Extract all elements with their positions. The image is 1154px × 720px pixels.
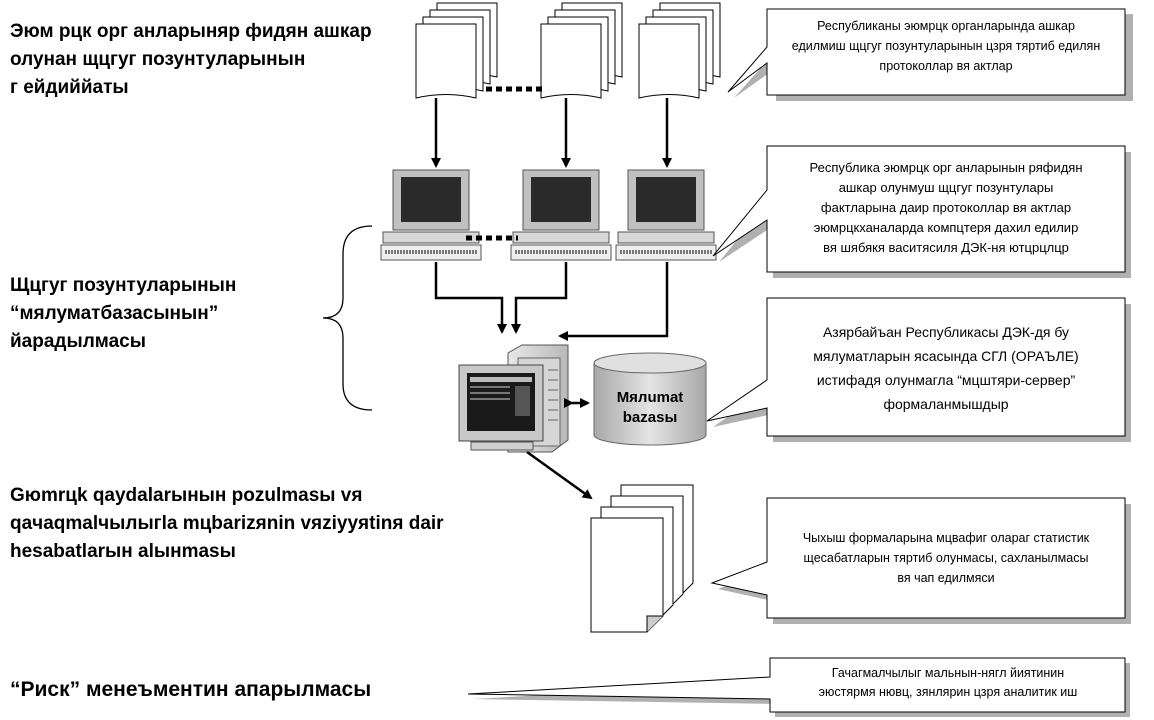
document-stack-icon xyxy=(638,2,721,99)
arrow xyxy=(526,450,593,500)
label-registration: Эюм рцк орг анларыняр фидян ашкар олунан… xyxy=(10,18,372,102)
callout-line: щесабатларын тяртиб олунмасы, сахланылма… xyxy=(803,551,1089,565)
label-database-creation: Щцгуг позунтуларынын “мялуматбазасынын” … xyxy=(10,272,236,356)
callout-statistics: Чыхыш формаларына мцвафиг олараг статист… xyxy=(770,528,1122,588)
arrow xyxy=(558,262,669,341)
database-label-line: Mялumat xyxy=(616,389,684,406)
label-line: “мялуматбазасынын” xyxy=(10,303,219,324)
callout-line: Республиканы эюмрцк органларында ашкар xyxy=(817,19,1075,33)
label-line: г ейдиййаты xyxy=(10,77,129,98)
document-stack-icon xyxy=(415,2,498,99)
workstation-icon xyxy=(615,169,717,261)
label-reports: Gюmrцk qaydalarынын pozulmasы vя qaчaqma… xyxy=(10,482,444,566)
arrow xyxy=(511,262,568,334)
callout-shape xyxy=(712,145,1131,278)
label-line: йарадылмасы xyxy=(10,331,146,352)
label-line: Эюм рцк орг анларыняр фидян ашкар xyxy=(10,21,372,42)
callout-line: Чыхыш формаларына мцвафиг олараг статист… xyxy=(802,531,1090,545)
callout-protocols-registered: Республиканы эюмрцк органларында ашкар е… xyxy=(770,16,1122,76)
workstation-icon xyxy=(510,169,612,261)
callout-shape xyxy=(467,657,1130,717)
callout-line: ашкар олунмуш щцгуг позунтулары xyxy=(838,180,1054,195)
callout-client-server: Азярбайъан Республикасы ДЭК-дя бу мялума… xyxy=(770,320,1122,416)
document-stack-icon xyxy=(540,2,623,99)
arrow xyxy=(434,262,507,334)
server-icon xyxy=(458,344,569,453)
callout-line: фактларына даир протоколлар вя актлар xyxy=(820,200,1072,215)
label-line: Gюmrцk qaydalarынын pozulmasы vя xyxy=(10,485,363,506)
callout-shape xyxy=(710,497,1131,624)
callout-risk-analysis: Гачагмалчылыг мальнын-нягл йиятинин эюст… xyxy=(773,664,1123,702)
callout-line: вя шябякя васитясиля ДЭК-ня ютцрцлцр xyxy=(823,240,1069,255)
label-line: qaчaqmalчылыгla mцbarizяnin vяziyyяtinя … xyxy=(10,513,444,534)
label-line: Щцгуг позунтуларынын xyxy=(10,275,237,296)
callout-shape xyxy=(706,297,1131,442)
callout-line: протоколлар вя актлар xyxy=(879,59,1013,73)
callout-line: формаланмышдыр xyxy=(883,396,1009,412)
callout-line: эюстярмя нювц, зянлярин цзря аналитик иш xyxy=(818,685,1078,699)
callout-line: едилмиш щцгуг позунтуларынын цзря тяртиб… xyxy=(791,39,1101,53)
workstation-icon xyxy=(380,169,482,261)
database-label: Mялumat bazasы xyxy=(598,388,702,428)
callout-data-entry: Республика эюмрцк орг анларынын ряфидян … xyxy=(770,158,1122,258)
callout-line: истифадя олунмагла “мцштяри-сервер” xyxy=(816,372,1076,388)
label-risk-management: “Риск” менеъментин апарылмасы xyxy=(10,676,371,704)
callout-line: эюмрцкханаларда компцтеря дахил едилир xyxy=(813,220,1079,235)
database-icon xyxy=(593,352,707,446)
callout-line: Республика эюмрцк орг анларынын ряфидян xyxy=(809,160,1083,175)
callout-shape xyxy=(727,8,1133,101)
callout-line: Гачагмалчылыг мальнын-нягл йиятинин xyxy=(831,666,1065,680)
label-line: “Риск” менеъментин апарылмасы xyxy=(10,678,372,701)
report-stack-icon xyxy=(590,484,694,633)
database-label-line: bazasы xyxy=(622,409,678,426)
callout-line: мялуматларын ясасында СГЛ (ОРАЪЛЕ) xyxy=(813,348,1079,364)
callout-line: Азярбайъан Республикасы ДЭК-дя бу xyxy=(822,324,1070,340)
label-line: hesabatlarын alынmasы xyxy=(10,541,236,562)
callout-line: вя чап едилмяси xyxy=(897,571,995,585)
brace xyxy=(322,225,373,411)
label-line: олунан щцгуг позунтуларынын xyxy=(10,49,306,70)
